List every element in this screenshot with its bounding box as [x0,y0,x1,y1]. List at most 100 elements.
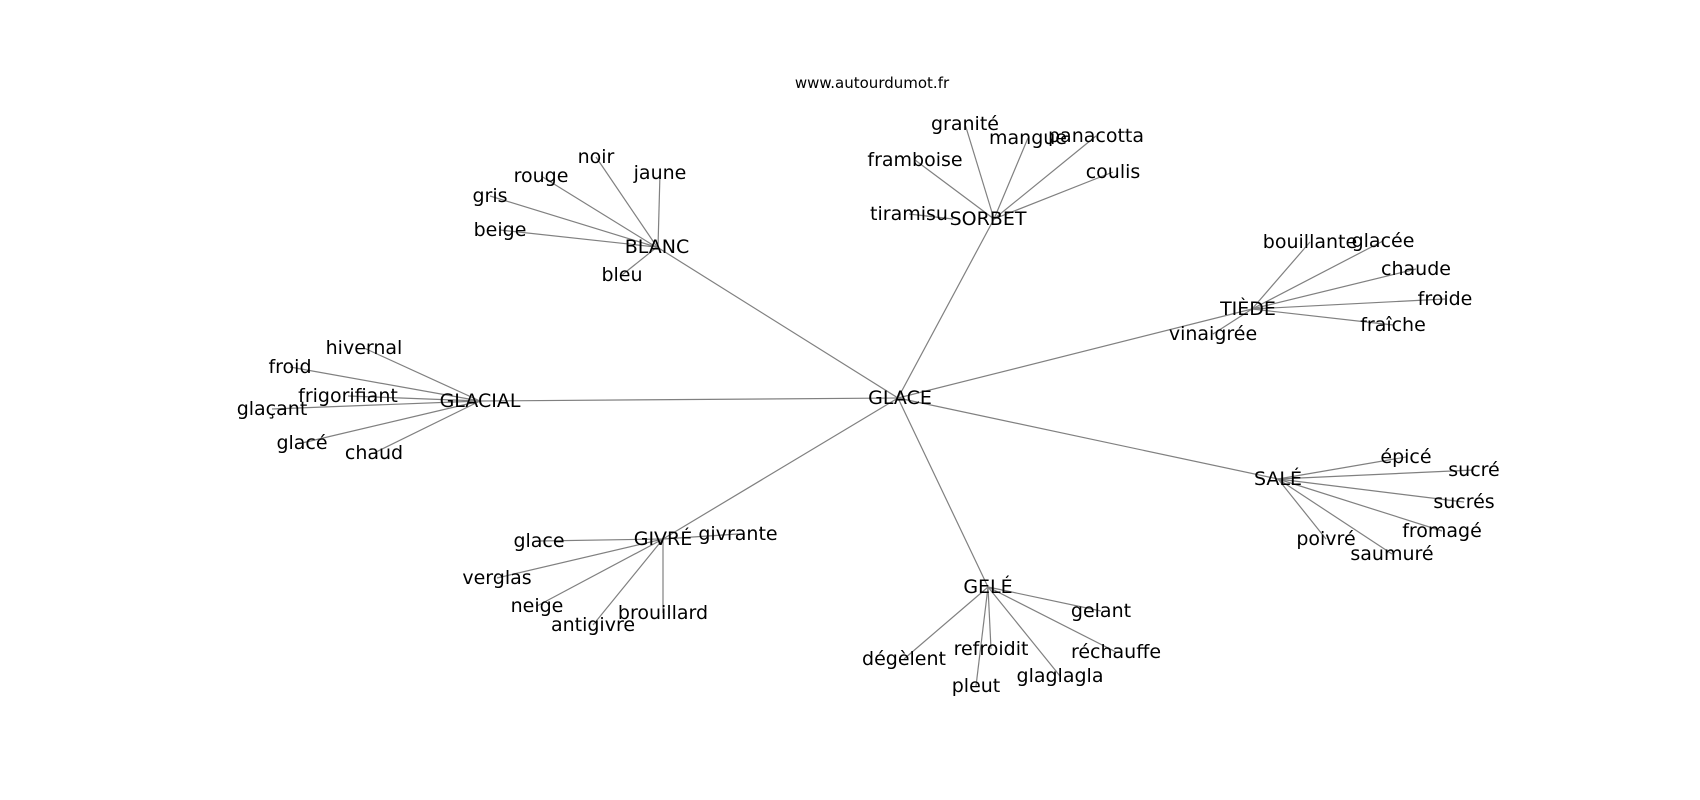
leaf-node-glace[interactable]: glace [513,530,564,552]
edge-gele-pleut [975,586,989,687]
hub-node-gele[interactable]: GELÉ [963,575,1012,598]
leaf-node-glace[interactable]: glacé [276,432,327,454]
leaf-node-pleut[interactable]: pleut [952,675,1001,697]
edges [271,123,1475,687]
edge-root-gele [897,397,989,588]
leaf-node-refroidit[interactable]: refroidit [954,638,1029,660]
leaf-node-mangue[interactable]: mangue [989,127,1067,149]
edge-glacial-frigorifiant [347,395,481,402]
leaf-node-vinaigree[interactable]: vinaigrée [1169,323,1257,345]
leaf-node-coulis[interactable]: coulis [1086,161,1141,183]
edge-givre-antigivre [592,538,664,626]
leaf-node-tiramisu[interactable]: tiramisu [870,203,948,225]
leaf-node-saumure[interactable]: saumuré [1350,543,1433,565]
edge-givre-glace [538,538,664,542]
edge-sale-fromage [1277,478,1443,532]
edge-glacial-hivernal [363,347,481,402]
hub-node-blanc[interactable]: BLANC [625,236,690,258]
leaf-node-givrante[interactable]: givrante [698,523,777,545]
edge-blanc-rouge [540,175,657,248]
edge-gele-gelant [987,586,1102,612]
leaf-node-glacant[interactable]: glaçant [237,398,308,420]
edge-blanc-jaune [657,172,661,248]
leaf-node-antigivre[interactable]: antigivre [551,614,635,636]
leaf-node-hivernal[interactable]: hivernal [326,337,403,359]
leaf-node-sucre[interactable]: sucré [1448,459,1499,481]
leaf-node-frigorifiant[interactable]: frigorifiant [298,385,398,407]
hub-node-sorbet[interactable]: SORBET [950,208,1027,230]
edge-sorbet-tiramisu [908,213,954,220]
leaf-node-sucres[interactable]: sucrés [1433,491,1494,513]
edge-tiede-bouillante [1251,241,1311,310]
edge-blanc-noir [595,156,658,248]
watermark: www.autourdumot.fr [795,74,950,92]
leaf-node-epice[interactable]: épicé [1380,446,1431,468]
hub-node-givre[interactable]: GIVRÉ [634,527,693,550]
edge-blanc-bleu [621,246,658,276]
leaf-node-bouillante[interactable]: bouillante [1263,231,1357,253]
root-node-glace[interactable]: GLACE [868,387,932,409]
edge-sale-sucres [1277,478,1465,503]
leaf-node-rechauffe[interactable]: réchauffe [1071,641,1161,663]
leaf-node-degelent[interactable]: dégèlent [862,648,946,670]
edge-sale-epice [1277,456,1407,480]
leaf-node-froide[interactable]: froide [1418,288,1473,310]
edge-root-tiede [897,308,1253,399]
edge-sorbet-granite [964,123,995,220]
leaf-node-neige[interactable]: neige [511,595,564,617]
leaf-node-verglas[interactable]: verglas [462,567,531,589]
edge-root-blanc [656,246,899,399]
edge-sale-poivre [1277,478,1327,540]
edge-sale-sucre [1277,469,1475,480]
edge-sale-saumure [1277,478,1393,555]
edge-givre-neige [536,538,664,607]
edge-tiede-glacee [1251,240,1384,310]
edge-glacial-glace [301,400,481,444]
leaf-node-beige[interactable]: beige [474,219,527,241]
edge-tiede-chaude [1251,268,1417,310]
edge-blanc-beige [499,229,657,248]
edge-gele-rechauffe [987,586,1117,653]
edge-glacial-froid [289,366,481,402]
leaf-node-fraiche[interactable]: fraîche [1360,314,1426,336]
leaf-node-brouillard[interactable]: brouillard [618,602,708,624]
leaf-node-gris[interactable]: gris [472,185,507,207]
hub-node-tiede[interactable]: TIÈDE [1219,297,1276,320]
edge-root-glacial [479,397,899,402]
edge-givre-givrante [662,533,739,540]
leaf-node-panacotta[interactable]: panacotta [1048,125,1144,147]
leaf-node-froid[interactable]: froid [268,356,311,378]
edge-sorbet-coulis [993,171,1114,220]
leaf-node-bleu[interactable]: bleu [601,264,642,286]
edge-tiede-fraiche [1251,308,1394,326]
leaf-node-gelant[interactable]: gelant [1071,600,1131,622]
edge-gele-glaglagla [987,586,1061,677]
leaf-node-granite[interactable]: granité [931,113,999,135]
edge-tiede-froide [1251,298,1446,310]
edge-glacial-chaud [373,400,481,454]
labels: noir jaune rouge gris beige bleu BLANC granitém… [237,113,1500,697]
edge-root-sorbet [897,218,995,399]
hub-node-sale[interactable]: SALÉ [1254,467,1302,490]
leaf-node-poivre[interactable]: poivré [1296,528,1355,550]
edge-sorbet-panacotta [993,135,1097,220]
leaf-node-chaud[interactable]: chaud [345,442,403,464]
leaf-node-framboise[interactable]: framboise [867,149,962,171]
edge-gele-degelent [903,586,989,660]
edge-root-givre [662,397,899,540]
leaf-node-chaude[interactable]: chaude [1381,258,1451,280]
leaf-node-rouge[interactable]: rouge [514,165,569,187]
leaf-node-glacee[interactable]: glacée [1352,230,1415,252]
edge-blanc-gris [489,195,657,248]
edge-glacial-glacant [271,400,481,410]
hub-node-glacial[interactable]: GLACIAL [440,390,521,412]
edge-tiede-vinaigree [1212,308,1253,335]
leaf-node-noir[interactable]: noir [578,146,615,168]
edge-gele-refroidit [987,586,992,650]
leaf-node-fromage[interactable]: fromagé [1402,520,1482,542]
edge-sorbet-mangue [993,137,1029,220]
edge-sorbet-framboise [914,159,995,220]
leaf-node-glaglagla[interactable]: glaglagla [1017,665,1104,687]
leaf-node-jaune[interactable]: jaune [633,162,687,184]
